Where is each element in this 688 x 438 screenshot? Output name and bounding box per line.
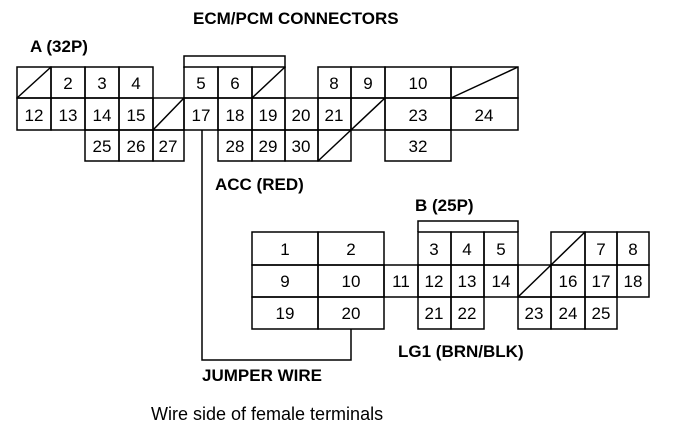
terminal-a19: 19 — [259, 106, 278, 125]
terminal-a27: 27 — [159, 137, 178, 156]
diagram-title: ECM/PCM CONNECTORS — [193, 9, 399, 28]
lg1-callout: LG1 (BRN/BLK) — [398, 342, 524, 361]
terminal-a17: 17 — [192, 106, 211, 125]
terminal-a20: 20 — [292, 106, 311, 125]
connector-a-terminals: 2 3 4 5 6 8 9 10 12 13 14 15 17 18 19 20… — [25, 74, 494, 156]
terminal-a6: 6 — [230, 74, 239, 93]
terminal-b11: 11 — [392, 272, 410, 291]
terminal-b16: 16 — [559, 272, 578, 291]
terminal-b1: 1 — [280, 240, 289, 259]
terminal-b5: 5 — [496, 240, 505, 259]
terminal-a12: 12 — [25, 106, 44, 125]
connector-a-label: A (32P) — [30, 37, 88, 56]
terminal-a18: 18 — [226, 106, 245, 125]
connector-b-key — [417, 220, 519, 232]
terminal-b21: 21 — [425, 304, 444, 323]
terminal-b19: 19 — [276, 304, 295, 323]
terminal-b4: 4 — [462, 240, 471, 259]
connector-a-key — [183, 55, 286, 68]
terminal-b10: 10 — [342, 272, 361, 291]
terminal-a26: 26 — [127, 137, 146, 156]
connector-b-label: B (25P) — [415, 196, 474, 215]
terminal-a21: 21 — [325, 106, 344, 125]
terminal-a29: 29 — [259, 137, 278, 156]
terminal-a2: 2 — [63, 74, 72, 93]
terminal-a10: 10 — [409, 74, 428, 93]
terminal-b8: 8 — [628, 240, 637, 259]
terminal-b23: 23 — [525, 304, 544, 323]
terminal-a9: 9 — [363, 74, 372, 93]
terminal-b14: 14 — [492, 272, 511, 291]
terminal-b12: 12 — [425, 272, 444, 291]
jumper-wire-label: JUMPER WIRE — [202, 366, 322, 385]
terminal-a24: 24 — [475, 106, 494, 125]
terminal-a4: 4 — [131, 74, 140, 93]
connector-b-terminals: 1 2 3 4 5 7 8 9 10 11 12 13 14 16 17 18 … — [276, 240, 643, 323]
caption: Wire side of female terminals — [151, 404, 384, 424]
terminal-a13: 13 — [59, 106, 78, 125]
terminal-b18: 18 — [624, 272, 643, 291]
terminal-b9: 9 — [280, 272, 289, 291]
terminal-b2: 2 — [346, 240, 355, 259]
terminal-b20: 20 — [342, 304, 361, 323]
terminal-b3: 3 — [429, 240, 438, 259]
terminal-a23: 23 — [409, 106, 428, 125]
terminal-b13: 13 — [458, 272, 477, 291]
terminal-b17: 17 — [592, 272, 611, 291]
terminal-a14: 14 — [93, 106, 112, 125]
terminal-a32: 32 — [409, 137, 428, 156]
terminal-b24: 24 — [559, 304, 578, 323]
terminal-a30: 30 — [292, 137, 311, 156]
jumper-wire — [201, 130, 352, 361]
terminal-b22: 22 — [458, 304, 477, 323]
terminal-b7: 7 — [596, 240, 605, 259]
terminal-a8: 8 — [329, 74, 338, 93]
terminal-a28: 28 — [226, 137, 245, 156]
terminal-a15: 15 — [127, 106, 146, 125]
terminal-a5: 5 — [196, 74, 205, 93]
terminal-a25: 25 — [93, 137, 112, 156]
blank-terminal-marks — [16, 66, 586, 298]
terminal-b25: 25 — [592, 304, 611, 323]
acc-callout: ACC (RED) — [215, 175, 304, 194]
terminal-a3: 3 — [97, 74, 106, 93]
connector-outlines — [16, 55, 650, 330]
